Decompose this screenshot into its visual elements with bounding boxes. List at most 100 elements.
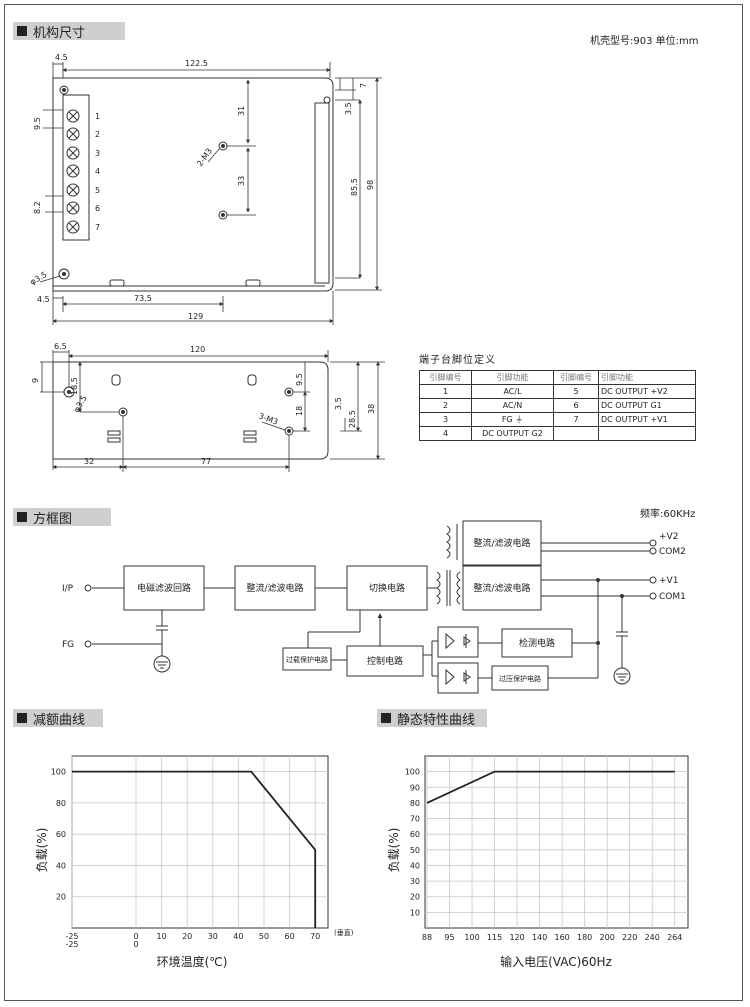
x-tick-label: 160 xyxy=(554,933,569,942)
x-tick-label: 88 xyxy=(422,933,432,942)
side-rail xyxy=(314,102,330,284)
dim-label: 98 xyxy=(366,180,375,190)
table-cell: 4 xyxy=(419,426,472,441)
y-tick-label: 30 xyxy=(410,877,420,886)
input-label: I/P xyxy=(62,584,74,594)
com1-label: COM1 xyxy=(659,592,686,602)
top-view-outline xyxy=(52,77,334,292)
terminal-number: 5 xyxy=(95,186,100,195)
fg-label: FG xyxy=(62,640,74,650)
terminal-block xyxy=(62,94,90,241)
rectifier-v2-box xyxy=(462,520,542,566)
x-tick-label: 0 xyxy=(133,932,138,941)
com2-label: COM2 xyxy=(659,547,686,557)
terminal-number: 3 xyxy=(95,149,100,158)
plot-area xyxy=(424,755,689,929)
rectifier-v1-box xyxy=(462,565,542,611)
x-tick-label: 95 xyxy=(444,933,454,942)
optocoupler-upper xyxy=(437,626,479,658)
x-tick-label: 10 xyxy=(157,932,167,941)
terminal-number: 6 xyxy=(95,204,100,213)
x-tick-label: 70 xyxy=(310,932,320,941)
y-tick-label: 80 xyxy=(410,799,420,808)
dim-label: 18.5 xyxy=(70,377,79,395)
x-tick-label: 200 xyxy=(600,933,615,942)
detect-box xyxy=(501,628,573,658)
dim-label: 28.5 xyxy=(348,410,357,428)
terminal-number: 4 xyxy=(95,167,100,176)
v1-label: +V1 xyxy=(659,576,678,586)
ovp-box xyxy=(491,665,549,691)
dim-label: 129 xyxy=(188,312,203,321)
square-bullet-icon xyxy=(17,26,27,36)
y-tick-label: 20 xyxy=(56,893,66,902)
x-tick-label: 60 xyxy=(285,932,295,941)
dim-label: 9 xyxy=(31,378,40,383)
emi-label: 电磁滤波回路 xyxy=(137,582,191,594)
y-tick-label: 40 xyxy=(410,861,420,870)
dim-label: 38 xyxy=(367,404,376,414)
terminal-number: 1 xyxy=(95,112,100,121)
mount-slot xyxy=(245,279,261,287)
section-header-dimensions: 机构尺寸 xyxy=(13,22,125,41)
section-title: 减额曲线 xyxy=(33,712,86,728)
x-tick-label: 180 xyxy=(577,933,592,942)
dim-label: 6.5 xyxy=(54,342,67,351)
optocoupler-icon xyxy=(445,632,471,686)
y-tick-label: 10 xyxy=(410,908,420,917)
square-bullet-icon xyxy=(17,512,27,522)
x-tick-label: 100 xyxy=(464,933,479,942)
x-tick-label: 40 xyxy=(233,932,243,941)
x-axis-label: 环境温度(℃) xyxy=(157,954,228,969)
v2-label: +V2 xyxy=(659,532,678,542)
y-tick-label: 90 xyxy=(410,783,420,792)
x-tick-label: 220 xyxy=(622,933,637,942)
x-tick-label: 240 xyxy=(645,933,660,942)
x-tick-label: 20 xyxy=(182,932,192,941)
section-title: 机构尺寸 xyxy=(33,25,86,41)
rectifier-box xyxy=(234,565,316,611)
terminal-number: 7 xyxy=(95,223,100,232)
x-unit-note: (垂直) xyxy=(334,928,354,937)
x-tick-label: 50 xyxy=(259,932,269,941)
x-tick-label-secondary: 0 xyxy=(133,940,138,949)
y-tick-label: 20 xyxy=(410,893,420,902)
ovp-label: 过压保护电路 xyxy=(499,674,541,683)
detect-label: 检测电路 xyxy=(519,637,555,649)
control-label: 控制电路 xyxy=(367,655,403,667)
y-tick-label: 50 xyxy=(410,846,420,855)
square-bullet-icon xyxy=(17,713,27,723)
y-tick-label: 60 xyxy=(410,830,420,839)
rectifier-v2-label: 整流/滤波电路 xyxy=(473,537,530,549)
dim-label: 33 xyxy=(237,176,246,186)
section-header-static: 静态特性曲线 xyxy=(377,709,487,728)
dim-label: 8.2 xyxy=(33,201,42,214)
dim-label: 3.5 xyxy=(344,102,353,115)
terminal-number: 2 xyxy=(95,130,100,139)
pin-table-title: 端子台脚位定义 xyxy=(419,355,496,366)
x-tick-label: 264 xyxy=(667,933,682,942)
dim-label: 31 xyxy=(237,106,246,116)
rectifier-label: 整流/滤波电路 xyxy=(246,582,303,594)
overload-box xyxy=(282,647,332,671)
x-tick-label: 140 xyxy=(532,933,547,942)
frequency-note: 频率:60KHz xyxy=(640,509,696,520)
switch-box xyxy=(346,565,428,611)
dimension-lines xyxy=(39,62,382,325)
case-info: 机壳型号:903 单位:mm xyxy=(590,36,699,47)
rectifier-v1-label: 整流/滤波电路 xyxy=(473,582,530,594)
dim-label: 9.5 xyxy=(295,373,304,386)
page-frame xyxy=(4,4,743,1001)
dim-label: 3.5 xyxy=(334,397,343,410)
dim-label: 18 xyxy=(295,406,304,416)
ground-icon xyxy=(153,655,171,673)
section-header-block-diagram: 方框图 xyxy=(13,508,111,527)
transformer-icon xyxy=(446,524,458,560)
pin-table: 引脚编号 引脚功能 引脚编号 引脚功能 1 AC/L 5 DC OUTPUT +… xyxy=(419,370,696,441)
x-tick-label-secondary: -25 xyxy=(65,940,78,949)
ground-icon xyxy=(613,667,631,685)
y-axis-label: 负载(%) xyxy=(35,828,49,873)
x-tick-label: 115 xyxy=(487,933,502,942)
